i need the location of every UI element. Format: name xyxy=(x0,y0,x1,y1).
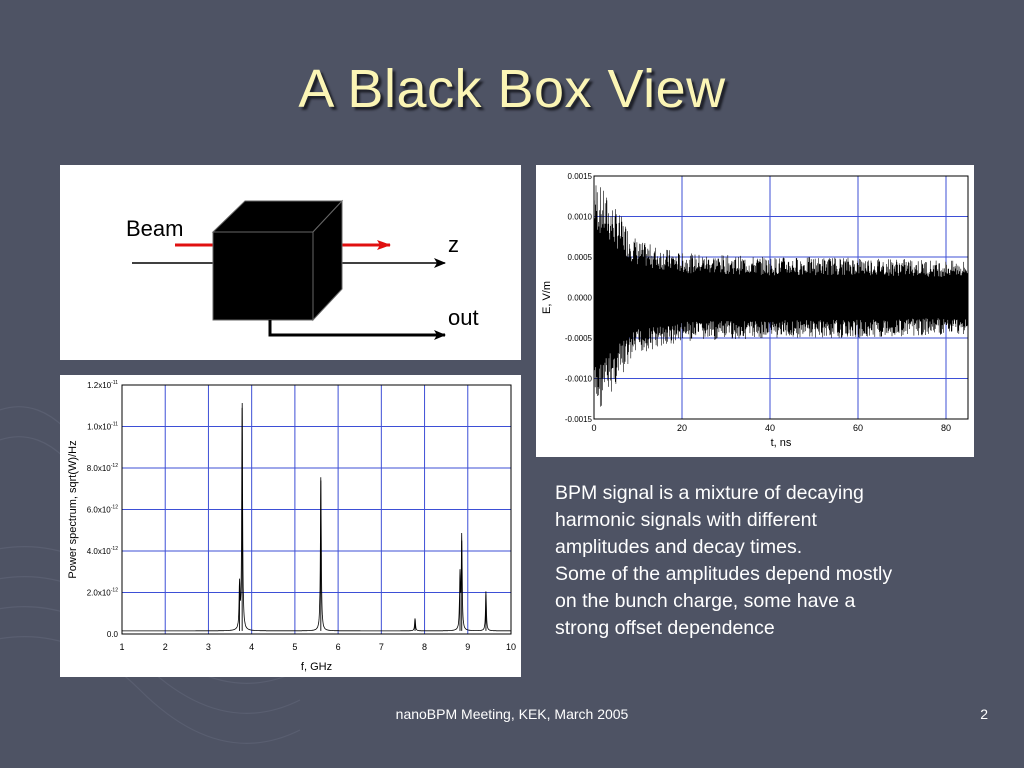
x-tick-label: 10 xyxy=(506,642,516,652)
x-axis-label: t, ns xyxy=(771,437,792,449)
time-domain-chart-svg: 0 20 40 60 80 -0.0015 -0.0010 -0.0005 0.0000 0.00… xyxy=(541,172,969,449)
beam-label: Beam xyxy=(126,216,183,241)
black-box-cube xyxy=(211,199,344,322)
x-tick-label: 8 xyxy=(422,642,427,652)
x-tick-label: 1 xyxy=(119,642,124,652)
z-axis-label: z xyxy=(448,232,459,257)
y-tick-label: -0.0015 xyxy=(565,415,593,424)
x-tick-label: 40 xyxy=(765,423,775,433)
slide-title: A Black Box View xyxy=(298,59,726,119)
y-axis-label: E, V/m xyxy=(541,281,553,314)
y-tick-label: 0.0015 xyxy=(568,172,593,181)
y-tick-label: 1.0x10-11 xyxy=(87,422,118,432)
spectrum-trace xyxy=(122,402,511,632)
body-line: Some of the amplitudes depend mostly xyxy=(555,563,893,585)
x-axis-label: f, GHz xyxy=(301,661,332,673)
output-arrow xyxy=(268,320,446,340)
black-box-diagram: Beam z out xyxy=(60,165,521,360)
x-tick-label: 20 xyxy=(677,423,687,433)
x-tick-label: 3 xyxy=(206,642,211,652)
y-tick-label: 6.0x10-12 xyxy=(87,505,118,515)
x-tick-label: 2 xyxy=(163,642,168,652)
time-domain-chart: 0 20 40 60 80 -0.0015 -0.0010 -0.0005 0.0000 0.00… xyxy=(536,165,974,457)
footer-text: nanoBPM Meeting, KEK, March 2005 xyxy=(395,706,629,722)
x-tick-label: 6 xyxy=(336,642,341,652)
x-tick-label: 9 xyxy=(465,642,470,652)
body-line: harmonic signals with different xyxy=(555,509,817,531)
x-tick-label: 7 xyxy=(379,642,384,652)
y-axis-label: Power spectrum, sqrt(W)/Hz xyxy=(67,440,79,578)
y-tick-label: 1.2x10-11 xyxy=(87,380,118,390)
x-tick-label: 80 xyxy=(941,423,951,433)
y-tick-label: 0.0000 xyxy=(568,294,593,303)
y-tick-label: 2.0x10-12 xyxy=(87,588,118,598)
power-spectrum-chart-svg: 1 2 3 4 5 6 7 8 9 10 0.0 2.0x10-12 4.0x10-12 6.0x10-1… xyxy=(67,380,516,673)
body-line: BPM signal is a mixture of decaying xyxy=(555,482,864,504)
x-tick-label: 60 xyxy=(853,423,863,433)
y-tick-label: -0.0005 xyxy=(565,334,593,343)
body-line: strong offset dependence xyxy=(555,617,775,639)
y-tick-label: 0.0005 xyxy=(568,253,593,262)
page-number: 2 xyxy=(980,706,988,722)
y-tick-label: -0.0010 xyxy=(565,375,593,384)
power-spectrum-chart: 1 2 3 4 5 6 7 8 9 10 0.0 2.0x10-12 4.0x10-12 6.0x10-1… xyxy=(60,375,521,677)
y-tick-label: 8.0x10-12 xyxy=(87,463,118,473)
body-text: BPM signal is a mixture of decaying harm… xyxy=(555,480,975,642)
body-line: on the bunch charge, some have a xyxy=(555,590,856,612)
y-tick-label: 0.0010 xyxy=(568,213,593,222)
body-line: amplitudes and decay times. xyxy=(555,536,803,558)
output-label: out xyxy=(448,305,479,330)
plot-frame xyxy=(121,384,512,635)
x-tick-label: 5 xyxy=(292,642,297,652)
signal-trace xyxy=(593,185,969,407)
x-tick-label: 4 xyxy=(249,642,254,652)
y-tick-label: 4.0x10-12 xyxy=(87,546,118,556)
x-tick-label: 0 xyxy=(591,423,596,433)
y-tick-label: 0.0 xyxy=(107,630,119,639)
